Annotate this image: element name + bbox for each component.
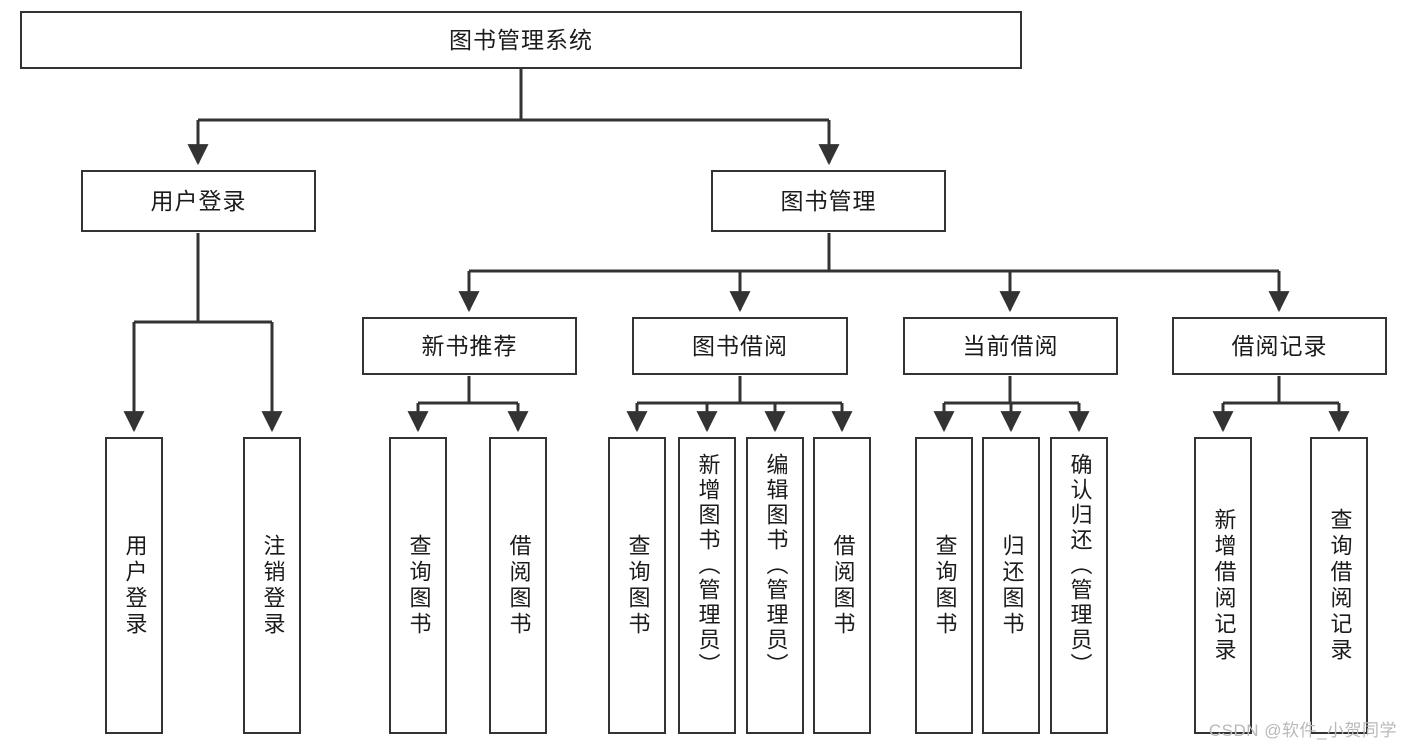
node-borrow-record-label: 借阅记录: [1231, 332, 1328, 359]
leaf-book-borrow-edit[interactable]: 编辑图书（管理员）: [746, 437, 804, 734]
leaf-borrow-record-query[interactable]: 查询借阅记录: [1310, 437, 1368, 734]
node-new-book-recommend-label: 新书推荐: [421, 332, 518, 359]
leaf-label: 借阅图书: [830, 533, 856, 638]
node-book-borrow-label: 图书借阅: [692, 332, 788, 359]
node-user-login[interactable]: 用户登录: [81, 170, 316, 232]
node-book-management-label: 图书管理: [780, 187, 877, 214]
leaf-label: 归还图书: [999, 533, 1025, 638]
leaf-current-borrow-return[interactable]: 归还图书: [982, 437, 1040, 734]
leaf-borrow-record-add[interactable]: 新增借阅记录: [1194, 437, 1252, 734]
leaf-label: 查询图书: [625, 533, 651, 638]
leaf-book-borrow-add[interactable]: 新增图书（管理员）: [678, 437, 736, 734]
leaf-label: 用户登录: [122, 533, 148, 638]
leaf-label: 注销登录: [260, 533, 286, 638]
leaf-user-login-logout[interactable]: 注销登录: [243, 437, 301, 734]
leaf-label: 查询借阅记录: [1327, 507, 1353, 664]
node-root[interactable]: 图书管理系统: [20, 11, 1022, 69]
node-borrow-record[interactable]: 借阅记录: [1172, 317, 1387, 375]
node-book-borrow[interactable]: 图书借阅: [632, 317, 848, 375]
leaf-book-borrow-borrow[interactable]: 借阅图书: [813, 437, 871, 734]
node-root-label: 图书管理系统: [449, 26, 593, 53]
node-current-borrow[interactable]: 当前借阅: [903, 317, 1118, 375]
csdn-watermark: CSDN @软件_小贺同学: [1208, 721, 1397, 740]
leaf-user-login-login[interactable]: 用户登录: [105, 437, 163, 734]
leaf-new-book-query[interactable]: 查询图书: [389, 437, 447, 734]
node-new-book-recommend[interactable]: 新书推荐: [362, 317, 577, 375]
leaf-book-borrow-query[interactable]: 查询图书: [608, 437, 666, 734]
leaf-current-borrow-confirm-return[interactable]: 确认归还（管理员）: [1050, 437, 1108, 734]
node-current-borrow-label: 当前借阅: [962, 332, 1059, 359]
leaf-label: 查询图书: [406, 533, 432, 638]
leaf-label: 新增图书（管理员）: [695, 453, 721, 678]
leaf-current-borrow-query[interactable]: 查询图书: [915, 437, 973, 734]
node-user-login-label: 用户登录: [150, 187, 247, 214]
node-book-management[interactable]: 图书管理: [711, 170, 946, 232]
leaf-new-book-borrow[interactable]: 借阅图书: [489, 437, 547, 734]
leaf-label: 新增借阅记录: [1211, 507, 1237, 664]
leaf-label: 借阅图书: [506, 533, 532, 638]
leaf-label: 确认归还（管理员）: [1067, 453, 1093, 678]
leaf-label: 查询图书: [932, 533, 958, 638]
leaf-label: 编辑图书（管理员）: [763, 453, 789, 678]
